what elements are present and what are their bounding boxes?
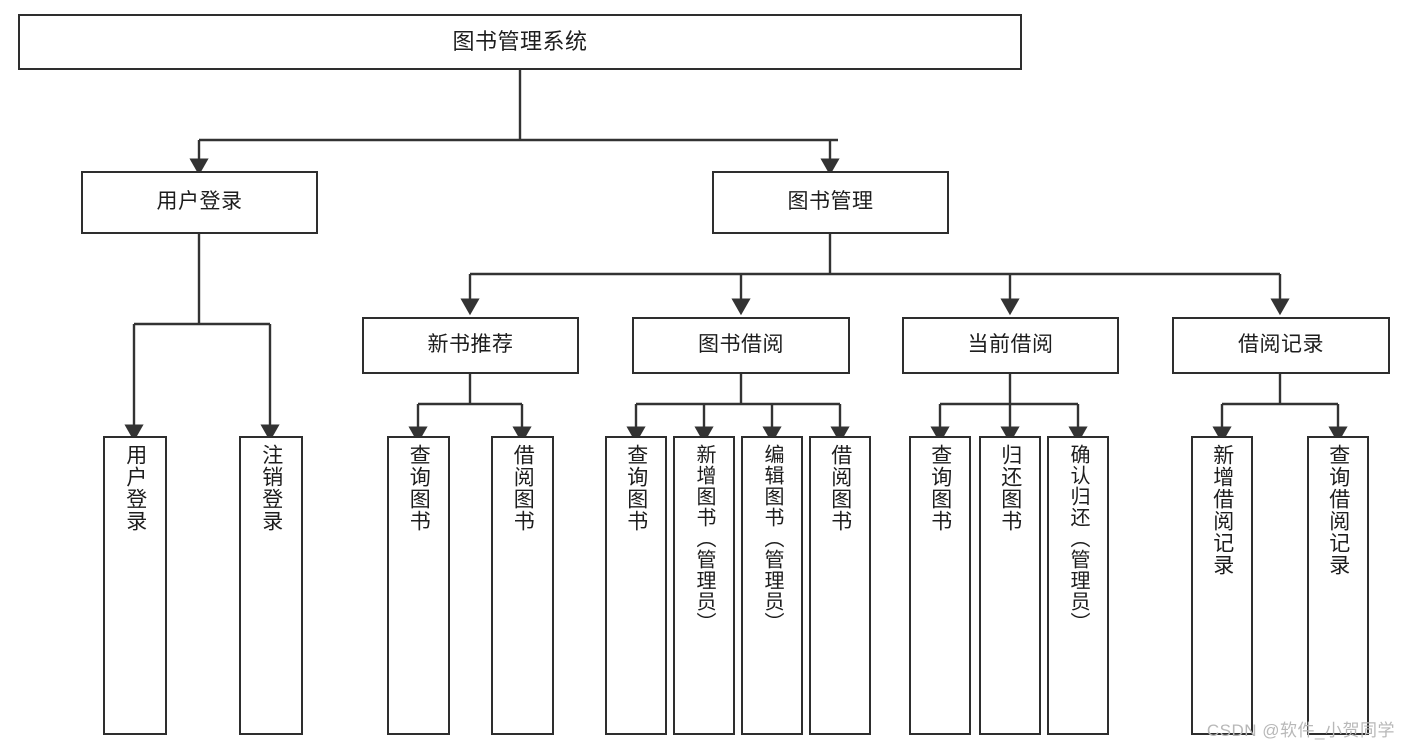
leaf-borrow-record-query-record[interactable]: 查询借阅记录 [1307, 436, 1369, 735]
node-new-book-recommend[interactable]: 新书推荐 [362, 317, 579, 374]
leaf-book-borrow-add-book-admin[interactable]: 新增图书（管理员） [673, 436, 735, 735]
node-label: 借阅图书 [828, 444, 852, 532]
leaf-new-book-query-books[interactable]: 查询图书 [387, 436, 450, 735]
node-label: 归还图书 [998, 444, 1022, 532]
node-label: 编辑图书（管理员） [761, 444, 783, 633]
node-label: 查询借阅记录 [1326, 444, 1350, 576]
leaf-book-borrow-query-books[interactable]: 查询图书 [605, 436, 667, 735]
node-label: 查询图书 [407, 444, 431, 532]
leaf-book-borrow-borrow-books[interactable]: 借阅图书 [809, 436, 871, 735]
leaf-current-borrow-query-books[interactable]: 查询图书 [909, 436, 971, 735]
leaf-book-borrow-edit-book-admin[interactable]: 编辑图书（管理员） [741, 436, 803, 735]
node-label: 用户登录 [123, 444, 147, 532]
node-label: 借阅图书 [511, 444, 535, 532]
node-label: 用户登录 [156, 190, 243, 214]
node-label: 图书管理系统 [452, 29, 588, 55]
node-user-login[interactable]: 用户登录 [81, 171, 318, 234]
node-label: 确认归还（管理员） [1067, 444, 1089, 633]
node-current-borrow[interactable]: 当前借阅 [902, 317, 1119, 374]
node-label: 图书借阅 [698, 333, 784, 357]
leaf-current-borrow-return-books[interactable]: 归还图书 [979, 436, 1041, 735]
node-book-borrow[interactable]: 图书借阅 [632, 317, 850, 374]
node-label: 新增图书（管理员） [693, 444, 715, 633]
leaf-user-login-login[interactable]: 用户登录 [103, 436, 167, 735]
node-label: 图书管理 [787, 190, 874, 214]
node-label: 查询图书 [624, 444, 648, 532]
node-borrow-record[interactable]: 借阅记录 [1172, 317, 1390, 374]
node-label: 注销登录 [259, 444, 283, 532]
node-label: 新增借阅记录 [1210, 444, 1234, 576]
node-label: 当前借阅 [967, 333, 1054, 357]
node-label: 查询图书 [928, 444, 952, 532]
node-label: 新书推荐 [427, 333, 514, 357]
node-label: 借阅记录 [1238, 333, 1324, 357]
node-book-management[interactable]: 图书管理 [712, 171, 949, 234]
leaf-current-borrow-confirm-return-admin[interactable]: 确认归还（管理员） [1047, 436, 1109, 735]
leaf-new-book-borrow-books[interactable]: 借阅图书 [491, 436, 554, 735]
leaf-user-login-logout[interactable]: 注销登录 [239, 436, 303, 735]
watermark-text: CSDN @软件_小贺同学 [1206, 721, 1395, 740]
node-root-book-management-system[interactable]: 图书管理系统 [18, 14, 1022, 70]
leaf-borrow-record-add-record[interactable]: 新增借阅记录 [1191, 436, 1253, 735]
